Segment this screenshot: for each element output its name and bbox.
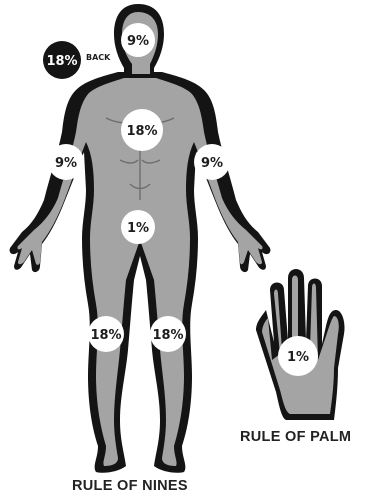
chest-marker: 18% — [121, 109, 163, 151]
palm-marker: 1% — [278, 336, 318, 376]
svg-text:9%: 9% — [55, 156, 77, 171]
svg-text:18%: 18% — [90, 328, 121, 343]
left-arm-marker: 9% — [48, 144, 84, 180]
svg-text:9%: 9% — [201, 156, 223, 171]
svg-text:18%: 18% — [152, 328, 183, 343]
back-marker: 18% BACK — [43, 41, 111, 79]
svg-text:1%: 1% — [127, 221, 149, 236]
rule-of-palm-caption: RULE OF PALM — [240, 429, 351, 445]
back-label: BACK — [86, 53, 111, 62]
groin-marker: 1% — [121, 210, 155, 244]
right-leg-marker: 18% — [150, 316, 186, 352]
rule-of-nines-caption: RULE OF NINES — [72, 478, 188, 494]
right-arm-marker: 9% — [194, 144, 230, 180]
left-leg-marker: 18% — [88, 316, 124, 352]
svg-text:18%: 18% — [126, 124, 157, 139]
svg-text:18%: 18% — [46, 54, 77, 69]
svg-text:9%: 9% — [127, 34, 149, 49]
svg-text:1%: 1% — [287, 350, 309, 365]
head-marker: 9% — [121, 23, 155, 57]
